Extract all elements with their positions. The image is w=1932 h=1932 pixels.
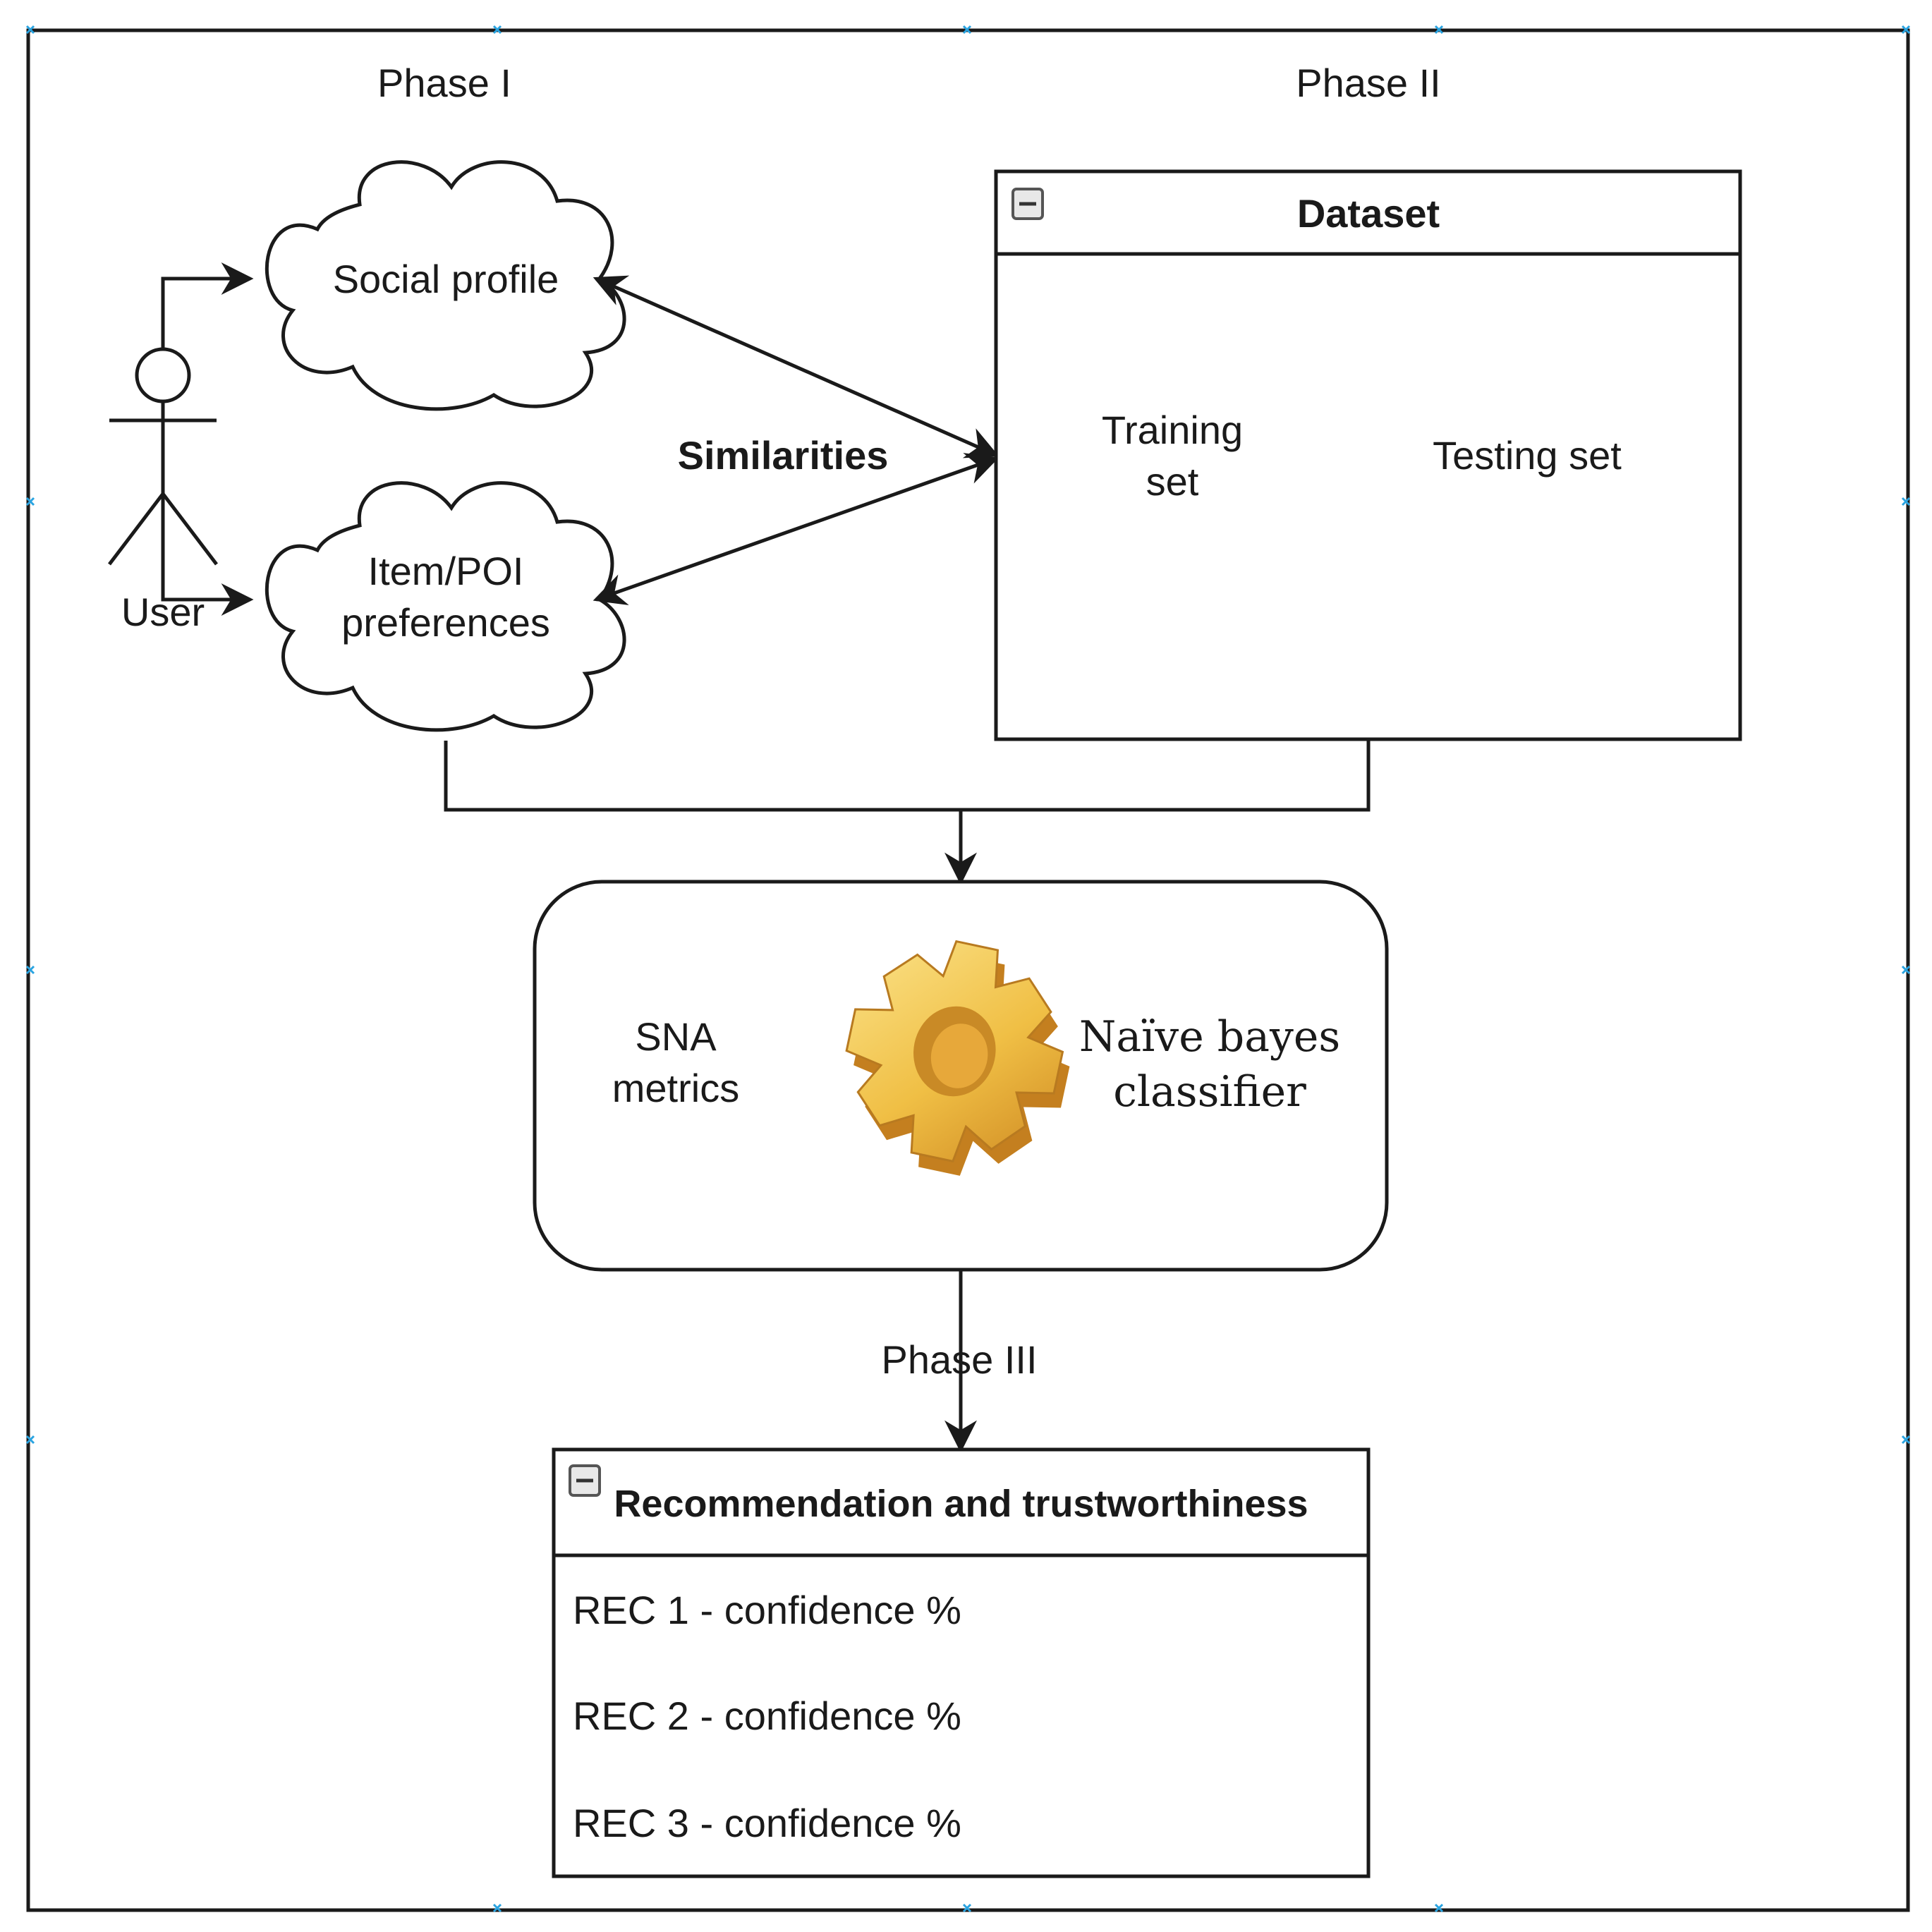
recommendation-container[interactable] (552, 1447, 1371, 1878)
dataset-container[interactable] (994, 169, 1742, 741)
social-dataset-similarity-arrow (593, 275, 1000, 458)
selection-handles (25, 25, 1911, 1913)
item-poi-label-line1: Item/POI (367, 549, 524, 593)
dataset-collapse-icon[interactable] (1011, 188, 1044, 220)
recommendation-item-3: REC 3 - confidence % (573, 1801, 961, 1845)
preferences-dataset-similarity-arrow (593, 453, 1000, 605)
user-label: User (121, 590, 205, 634)
dataset-title: Dataset (1296, 191, 1440, 236)
training-set-label-line2: set (1146, 459, 1199, 504)
naive-bayes-label-line2: classifier (1113, 1067, 1306, 1117)
sna-metrics-label-line1: SNA (635, 1014, 717, 1059)
recommendation-item-1: REC 1 - confidence % (573, 1588, 961, 1632)
sna-metrics-label-line2: metrics (612, 1066, 740, 1110)
gear-icon (845, 940, 1070, 1176)
recommendation-title: Recommendation and trustworthiness (614, 1483, 1308, 1525)
phase-3-label: Phase III (881, 1337, 1038, 1382)
social-profile-label: Social profile (332, 257, 559, 301)
user-to-social-connector (161, 262, 254, 349)
recommendation-collapse-icon[interactable] (569, 1464, 601, 1497)
user-to-preferences-connector (161, 494, 254, 616)
similarities-label: Similarities (677, 433, 889, 478)
item-poi-preferences-cloud[interactable] (265, 481, 626, 732)
item-poi-label-line2: preferences (341, 600, 550, 645)
testing-set-label: Testing set (1433, 433, 1622, 478)
phase-2-label: Phase II (1296, 61, 1441, 105)
recommendation-item-2: REC 2 - confidence % (573, 1694, 961, 1738)
phase-1-label: Phase I (377, 61, 511, 105)
training-set-label-line1: Training (1101, 408, 1244, 452)
preferences-to-process-connector (444, 739, 1371, 812)
naive-bayes-label-line1: Naïve bayes (1079, 1012, 1341, 1062)
